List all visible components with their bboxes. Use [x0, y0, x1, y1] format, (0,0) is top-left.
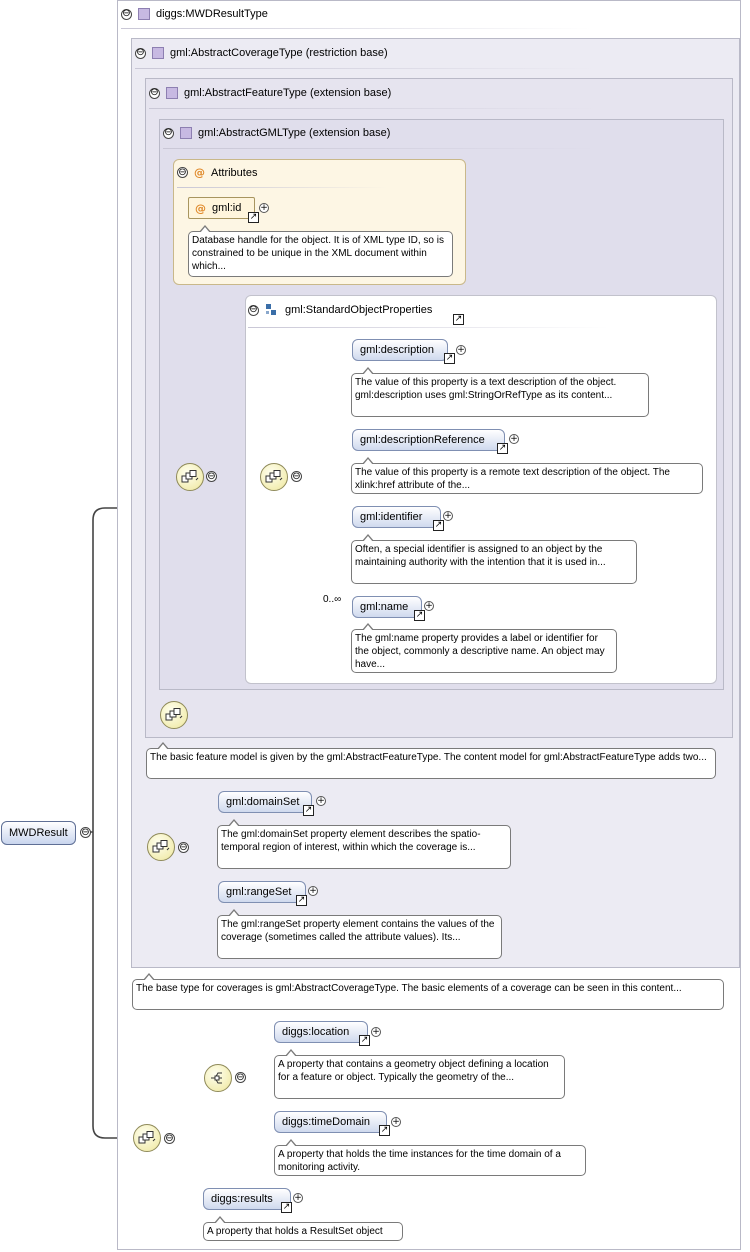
- element-diggs-time-domain-doc: A property that holds the time instances…: [274, 1139, 586, 1176]
- type-header-mwd-result-type[interactable]: ⊖ diggs:MWDResultType: [121, 8, 268, 20]
- type-header-abstract-coverage-type[interactable]: ⊖ gml:AbstractCoverageType (restriction …: [135, 47, 388, 59]
- element-diggs-location[interactable]: diggs:location: [274, 1021, 368, 1043]
- link-icon[interactable]: ↗: [497, 443, 508, 454]
- collapse-icon[interactable]: ⊖: [235, 1071, 246, 1083]
- element-name: diggs:results: [211, 1193, 273, 1205]
- sequence-compositor-icon[interactable]: [160, 701, 188, 729]
- header-divider: [163, 148, 603, 149]
- group-name: gml:StandardObjectProperties: [285, 304, 433, 316]
- element-name: diggs:location: [282, 1026, 350, 1038]
- collapse-icon[interactable]: ⊖: [135, 47, 146, 59]
- feature-type-doc: The basic feature model is given by the …: [146, 742, 716, 779]
- element-gml-range-set-doc: The gml:rangeSet property element contai…: [217, 909, 502, 959]
- header-divider: [121, 28, 591, 29]
- occurrence-label: 0..∞: [323, 594, 342, 605]
- element-mwd-result[interactable]: MWDResult: [1, 821, 76, 845]
- element-gml-domain-set-doc: The gml:domainSet property element descr…: [217, 819, 511, 869]
- attribute-icon: @: [195, 201, 206, 215]
- attribute-gml-id-doc: Database handle for the object. It is of…: [188, 225, 453, 277]
- element-gml-description-reference[interactable]: gml:descriptionReference: [352, 429, 505, 451]
- link-icon[interactable]: ↗: [414, 610, 425, 621]
- element-name: gml:name: [360, 601, 409, 613]
- header-divider: [149, 108, 599, 109]
- coverage-type-doc: The base type for coverages is gml:Abstr…: [132, 973, 724, 1010]
- sequence-compositor-icon[interactable]: [133, 1124, 161, 1152]
- group-icon: [266, 304, 276, 315]
- link-icon[interactable]: ↗: [296, 895, 307, 906]
- sequence-compositor-icon[interactable]: [176, 463, 204, 491]
- element-diggs-results[interactable]: diggs:results: [203, 1188, 291, 1210]
- element-diggs-results-doc: A property that holds a ResultSet object: [203, 1216, 403, 1241]
- sequence-compositor-icon[interactable]: [260, 463, 288, 491]
- link-icon[interactable]: ↗: [359, 1035, 370, 1046]
- element-gml-identifier[interactable]: gml:identifier: [352, 506, 441, 528]
- collapse-icon[interactable]: ⊖: [163, 127, 174, 139]
- element-name: gml:descriptionReference: [360, 434, 485, 446]
- element-gml-name-doc: The gml:name property provides a label o…: [351, 623, 617, 673]
- collapse-icon[interactable]: ⊖: [177, 166, 188, 178]
- element-gml-domain-set[interactable]: gml:domainSet: [218, 791, 312, 813]
- link-icon[interactable]: ↗: [453, 314, 464, 325]
- type-name: gml:AbstractGMLType (extension base): [198, 127, 391, 139]
- element-name: gml:identifier: [360, 511, 423, 523]
- element-gml-range-set[interactable]: gml:rangeSet: [218, 881, 306, 903]
- type-name: gml:AbstractFeatureType (extension base): [184, 87, 392, 99]
- expand-icon[interactable]: +: [316, 796, 326, 806]
- header-divider: [248, 327, 608, 328]
- element-diggs-time-domain[interactable]: diggs:timeDomain: [274, 1111, 387, 1133]
- element-gml-identifier-doc: Often, a special identifier is assigned …: [351, 534, 637, 584]
- expand-icon[interactable]: +: [443, 511, 453, 521]
- expand-icon[interactable]: +: [424, 601, 434, 611]
- group-header-standard-object-properties[interactable]: ⊖ gml:StandardObjectProperties: [248, 303, 432, 317]
- link-icon[interactable]: ↗: [444, 353, 455, 364]
- header-divider: [135, 68, 595, 69]
- link-icon[interactable]: ↗: [303, 805, 314, 816]
- complex-type-icon: [138, 8, 150, 20]
- element-gml-description[interactable]: gml:description: [352, 339, 448, 361]
- collapse-icon[interactable]: ⊖: [149, 87, 160, 99]
- expand-icon[interactable]: +: [293, 1193, 303, 1203]
- element-gml-name[interactable]: gml:name: [352, 596, 422, 618]
- link-icon[interactable]: ↗: [433, 520, 444, 531]
- collapse-icon[interactable]: ⊖: [121, 8, 132, 20]
- complex-type-icon: [180, 127, 192, 139]
- collapse-icon[interactable]: ⊖: [164, 1132, 175, 1144]
- attributes-label: Attributes: [211, 166, 258, 179]
- expand-icon[interactable]: +: [308, 886, 318, 896]
- element-name: gml:domainSet: [226, 796, 300, 808]
- expand-icon[interactable]: +: [371, 1027, 381, 1037]
- link-icon[interactable]: ↗: [379, 1125, 390, 1136]
- type-name: diggs:MWDResultType: [156, 8, 268, 20]
- complex-type-icon: [152, 47, 164, 59]
- collapse-icon[interactable]: ⊖: [178, 841, 189, 853]
- type-header-abstract-feature-type[interactable]: ⊖ gml:AbstractFeatureType (extension bas…: [149, 87, 391, 99]
- header-divider: [177, 187, 387, 188]
- collapse-icon[interactable]: ⊖: [80, 826, 91, 838]
- element-name: gml:description: [360, 344, 434, 356]
- element-diggs-location-doc: A property that contains a geometry obje…: [274, 1049, 565, 1099]
- sequence-compositor-icon[interactable]: [147, 833, 175, 861]
- element-name: diggs:timeDomain: [282, 1116, 371, 1128]
- complex-type-icon: [166, 87, 178, 99]
- attribute-gml-id[interactable]: @ gml:id: [188, 197, 255, 219]
- expand-icon[interactable]: +: [456, 345, 466, 355]
- type-header-abstract-gml-type[interactable]: ⊖ gml:AbstractGMLType (extension base): [163, 127, 390, 139]
- element-name: MWDResult: [9, 827, 68, 839]
- choice-compositor-icon[interactable]: [204, 1064, 232, 1092]
- element-name: gml:rangeSet: [226, 886, 292, 898]
- expand-icon[interactable]: +: [509, 434, 519, 444]
- type-name: gml:AbstractCoverageType (restriction ba…: [170, 47, 388, 59]
- element-gml-description-reference-doc: The value of this property is a remote t…: [351, 457, 703, 494]
- expand-icon[interactable]: +: [259, 203, 269, 213]
- link-icon[interactable]: ↗: [248, 212, 259, 223]
- attributes-header[interactable]: ⊖ @ Attributes: [177, 166, 257, 179]
- link-icon[interactable]: ↗: [281, 1202, 292, 1213]
- collapse-icon[interactable]: ⊖: [206, 470, 217, 482]
- expand-icon[interactable]: +: [391, 1117, 401, 1127]
- attribute-icon: @: [194, 166, 205, 179]
- element-gml-description-doc: The value of this property is a text des…: [351, 367, 649, 417]
- collapse-icon[interactable]: ⊖: [248, 304, 259, 316]
- collapse-icon[interactable]: ⊖: [291, 470, 302, 482]
- attribute-name: gml:id: [212, 202, 242, 214]
